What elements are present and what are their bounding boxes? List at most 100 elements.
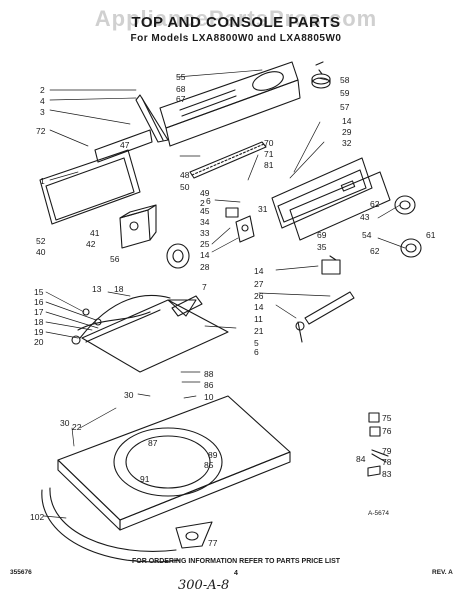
callout-labels: 2 4 3 72 1 55 68 67 58 59 57 47 14 29 32…	[30, 72, 436, 548]
callout: 22	[72, 422, 82, 432]
callout: 47	[120, 140, 130, 150]
callout: 20	[34, 337, 44, 347]
callout: 30	[124, 390, 134, 400]
callout: 40	[36, 247, 46, 257]
callout: 25	[200, 239, 210, 249]
callout: 42	[86, 239, 96, 249]
callout: 57	[340, 102, 350, 112]
callout: 28	[200, 262, 210, 272]
callout: 5	[254, 338, 259, 348]
callout: 72	[36, 126, 46, 136]
callout: 19	[34, 327, 44, 337]
callout: 16	[34, 297, 44, 307]
callout: 32	[342, 138, 352, 148]
page-subtitle: For Models LXA8800W0 and LXA8805W0	[130, 33, 342, 44]
callout: 10	[204, 392, 214, 402]
bracket-77	[175, 521, 213, 549]
callout: 62	[370, 246, 380, 256]
callout: 3	[40, 107, 45, 117]
callout: 86	[204, 380, 214, 390]
callout: 75	[382, 413, 392, 423]
callout: 41	[90, 228, 100, 238]
callout: 69	[317, 230, 327, 240]
callout: 83	[382, 469, 392, 479]
callout: 1	[40, 176, 45, 186]
control-console	[271, 157, 391, 241]
reference-code: A-5674	[368, 510, 389, 517]
ordering-note: FOR ORDERING INFORMATION REFER TO PARTS …	[131, 558, 341, 565]
callout: 55	[176, 72, 186, 82]
callout: 21	[254, 326, 264, 336]
callout: 70	[264, 138, 274, 148]
cabinet-top	[57, 395, 291, 531]
callout: 48	[180, 170, 190, 180]
callout: 2	[40, 85, 45, 95]
callout: 6	[206, 196, 211, 206]
revision: REV. A	[432, 569, 453, 576]
callout: 49	[200, 188, 210, 198]
callout: 26	[254, 291, 264, 301]
document-code: 355676	[10, 569, 32, 576]
callout: 52	[36, 236, 46, 246]
callout: 14	[254, 266, 264, 276]
callout: 11	[254, 314, 263, 324]
callout: 61	[426, 230, 436, 240]
trim-strip	[189, 141, 267, 179]
callout: 84	[356, 454, 366, 464]
callout: 18	[114, 284, 124, 294]
callout: 85	[204, 460, 214, 470]
callout: 91	[140, 474, 150, 484]
callout: 34	[200, 217, 210, 227]
watermark-text: AppliancePartsPros.com	[94, 6, 378, 31]
top-lid	[81, 295, 229, 373]
left-bracket	[94, 94, 169, 163]
callout: 87	[148, 438, 158, 448]
knob-assembly	[311, 61, 331, 89]
callout: 71	[264, 149, 274, 159]
callout: 54	[362, 230, 372, 240]
callout: 14	[342, 116, 352, 126]
timer-block	[119, 204, 157, 249]
callout: 31	[258, 204, 268, 214]
callout: 68	[176, 84, 186, 94]
hose	[295, 291, 355, 343]
callout: 89	[208, 450, 218, 460]
callout: 102	[30, 512, 44, 522]
callout: 76	[382, 426, 392, 436]
callout: 81	[264, 160, 274, 170]
callout: 88	[204, 369, 214, 379]
callout: 15	[34, 287, 44, 297]
callout: 4	[40, 96, 45, 106]
callout: 56	[110, 254, 120, 264]
handwritten-note: 300-A-8	[178, 578, 230, 593]
leader-lines	[43, 69, 406, 519]
wiring-harness	[71, 294, 171, 345]
callout: 33	[200, 228, 210, 238]
callout: 7	[202, 282, 207, 292]
callout: 43	[360, 212, 370, 222]
callout: 79	[382, 446, 392, 456]
callout: 13	[92, 284, 102, 294]
callout: 67	[176, 94, 186, 104]
callout: 78	[382, 457, 392, 467]
base-ring	[41, 487, 181, 563]
callout: 58	[340, 75, 350, 85]
callout: 29	[342, 127, 352, 137]
callout: 59	[340, 88, 350, 98]
callout: 30	[60, 418, 70, 428]
page-title: TOP AND CONSOLE PARTS	[131, 14, 341, 31]
callout: 77	[208, 538, 218, 548]
front-panel	[39, 149, 141, 225]
callout: 18	[34, 317, 44, 327]
page-number: 4	[234, 570, 238, 577]
console-backsplash	[159, 61, 301, 147]
small-parts	[367, 412, 389, 477]
callout: 62	[370, 199, 380, 209]
callout: 45	[200, 206, 210, 216]
knob-right	[394, 195, 422, 258]
callout: 35	[317, 242, 327, 252]
callout: 6	[254, 347, 259, 357]
components-center	[166, 207, 255, 269]
callout: 14	[200, 250, 210, 260]
